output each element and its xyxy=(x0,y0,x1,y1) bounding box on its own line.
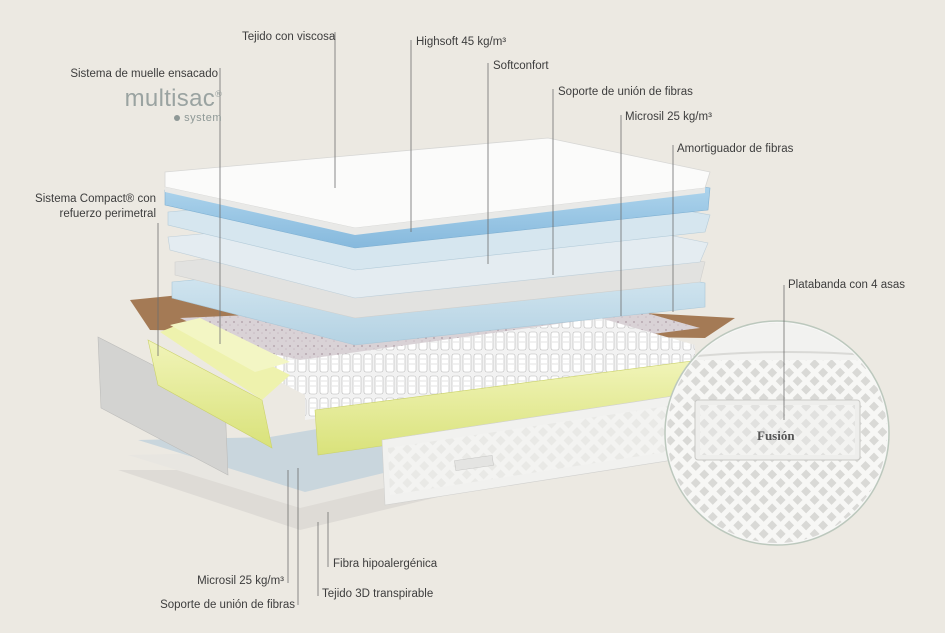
label-platabanda: Platabanda con 4 asas xyxy=(788,279,906,291)
front-panel-tag xyxy=(454,455,494,471)
label-tejido-viscosa: Tejido con viscosa xyxy=(242,31,336,43)
label-compact-2: refuerzo perimetral xyxy=(59,208,156,220)
label-compact-1: Sistema Compact® con xyxy=(35,193,156,205)
label-fibra-hipo: Fibra hipoalergénica xyxy=(333,558,438,570)
label-amortiguador: Amortiguador de fibras xyxy=(677,143,794,155)
label-tejido-3d: Tejido 3D transpirable xyxy=(322,588,434,600)
handle-brand: Fusión xyxy=(757,428,795,443)
label-sistema-muelle: Sistema de muelle ensacado xyxy=(70,68,218,80)
multisac-logo: multisac® system xyxy=(122,81,222,125)
label-soporte-union-top: Soporte de unión de fibras xyxy=(558,86,693,98)
foam-rail-left-top xyxy=(160,322,290,400)
foam-rail-left xyxy=(147,339,273,449)
spring-unit xyxy=(190,318,695,395)
brand-sub: system xyxy=(122,112,222,124)
label-soporte-union-bottom: Soporte de unión de fibras xyxy=(160,599,295,611)
front-panel-texture xyxy=(388,402,698,495)
brand-reg: ® xyxy=(215,89,222,99)
label-softconfort: Softconfort xyxy=(493,60,549,72)
layer-tejido-viscosa-edge xyxy=(165,187,705,235)
label-highsoft: Highsoft 45 kg/m³ xyxy=(416,36,507,48)
brand-word: multisac xyxy=(124,85,216,112)
label-microsil-top: Microsil 25 kg/m³ xyxy=(625,111,712,123)
foam-rail-right-top xyxy=(170,318,290,372)
label-microsil-bottom: Microsil 25 kg/m³ xyxy=(197,575,284,587)
